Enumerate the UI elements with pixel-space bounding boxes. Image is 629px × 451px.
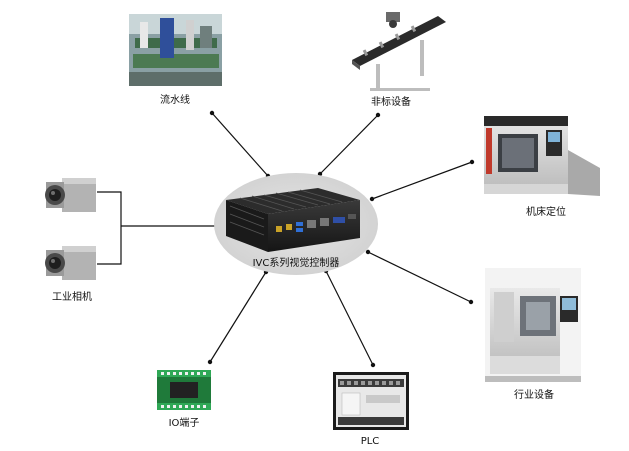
plc-image: [333, 372, 409, 430]
node-industrial-camera: 工业相机: [45, 178, 96, 303]
assembly-line-label: 流水线: [160, 93, 190, 106]
io-terminal-label: IO端子: [169, 416, 200, 429]
center-label: IVC系列视觉控制器: [253, 256, 340, 269]
nonstandard-equipment-image: [352, 12, 446, 91]
connectors: [97, 112, 473, 366]
nonstandard-equipment-label: 非标设备: [371, 95, 411, 108]
connector-industrial-camera: [97, 191, 122, 265]
connector-machine-positioning: [371, 161, 473, 200]
industrial-camera-image-bottom: [45, 246, 96, 280]
io-terminal-image: [157, 370, 211, 410]
node-nonstandard-equipment: 非标设备: [352, 12, 446, 108]
node-plc: PLC: [333, 372, 409, 447]
connector-assembly-line: [211, 112, 269, 177]
industrial-camera-image-top: [45, 178, 96, 212]
connector-io-terminal: [209, 271, 267, 363]
connector-industry-equipment: [367, 251, 472, 303]
connector-plc: [325, 270, 374, 366]
machine-positioning-image: [484, 116, 600, 196]
node-assembly-line: 流水线: [129, 14, 222, 106]
plc-label: PLC: [361, 436, 380, 447]
industry-equipment-label: 行业设备: [514, 388, 554, 401]
controller-hub: IVC系列视觉控制器: [214, 173, 378, 275]
node-machine-positioning: 机床定位: [484, 116, 600, 218]
industrial-camera-label: 工业相机: [52, 290, 92, 303]
assembly-line-image: [129, 14, 222, 86]
controller-image: [226, 188, 360, 252]
machine-positioning-label: 机床定位: [526, 205, 566, 218]
connector-nonstandard-equipment: [319, 114, 379, 175]
node-io-terminal: IO端子: [157, 370, 211, 429]
industry-equipment-image: [485, 268, 581, 382]
node-industry-equipment: 行业设备: [485, 268, 581, 401]
